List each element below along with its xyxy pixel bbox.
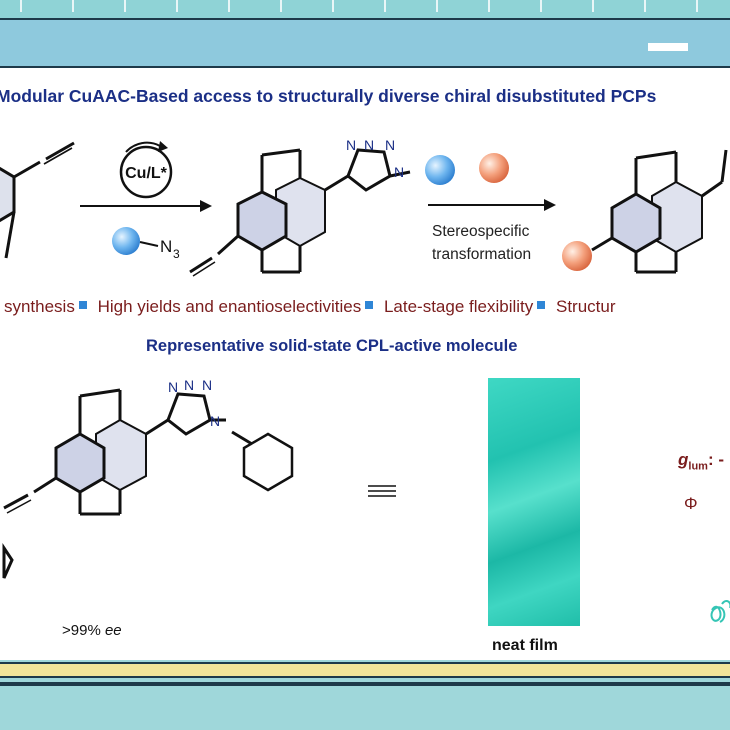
feature-item-2: High yields and enantioselectivities bbox=[97, 297, 362, 316]
rep-triazole-n-eq: N bbox=[184, 377, 194, 393]
frame-tick-decoration bbox=[176, 0, 178, 12]
pcp-final-product bbox=[591, 149, 728, 274]
top-frame-stripe bbox=[0, 0, 730, 20]
representative-molecule bbox=[2, 388, 294, 579]
triazole-n-eq: N bbox=[364, 137, 374, 153]
glum-subscript: lum bbox=[688, 460, 708, 473]
equivalence-sign bbox=[368, 485, 396, 497]
glum-rest: : - bbox=[707, 450, 724, 469]
catalyst-badge: Cu/L* bbox=[119, 141, 173, 199]
pcp-triazole-product bbox=[189, 148, 411, 277]
frame-tick-decoration bbox=[228, 0, 230, 12]
feature-item-3: Late-stage flexibility bbox=[383, 297, 534, 316]
frame-tick-decoration bbox=[592, 0, 594, 12]
azide-label: N bbox=[160, 237, 172, 256]
orange-sphere-reagent bbox=[479, 153, 509, 183]
step2-label-line2: transformation bbox=[432, 246, 531, 263]
frame-tick-decoration bbox=[332, 0, 334, 12]
rep-triazole-n-left: N bbox=[168, 379, 178, 395]
bottom-yellow-stripe bbox=[0, 662, 730, 678]
header-band bbox=[0, 20, 730, 68]
frame-tick-decoration bbox=[280, 0, 282, 12]
frame-tick-decoration bbox=[644, 0, 646, 12]
step2-label-line1: Stereospecific bbox=[432, 223, 530, 240]
triazole-n-top: N bbox=[385, 137, 395, 153]
triazole-n-right: N bbox=[394, 164, 404, 180]
emission-curl-decoration bbox=[710, 600, 730, 623]
page-title: Modular CuAAC-Based access to structural… bbox=[0, 86, 657, 106]
ee-value: >99% bbox=[62, 622, 101, 639]
bottom-dark-stripe bbox=[0, 682, 730, 686]
frame-tick-decoration bbox=[72, 0, 74, 12]
feature-item-1: le synthesis bbox=[0, 297, 75, 316]
ee-unit: ee bbox=[104, 622, 122, 639]
glum-symbol: g bbox=[678, 450, 689, 469]
starting-material-fragment bbox=[0, 141, 75, 259]
frame-tick-decoration bbox=[696, 0, 698, 12]
quantum-yield-label: Φ bbox=[684, 494, 698, 513]
orange-sphere-substituent bbox=[562, 241, 592, 271]
rep-triazole-n-right: N bbox=[210, 413, 220, 429]
frame-tick-decoration bbox=[384, 0, 386, 12]
ee-label: >99% ee bbox=[62, 622, 122, 639]
neat-film-label: neat film bbox=[492, 637, 558, 654]
triazole-n-left: N bbox=[346, 137, 356, 153]
frame-tick-decoration bbox=[124, 0, 126, 12]
glum-label: glum: - bbox=[678, 450, 724, 472]
reaction-arrow-2 bbox=[428, 199, 556, 211]
bullet-square-icon bbox=[365, 300, 374, 309]
frame-tick-decoration bbox=[436, 0, 438, 12]
frame-tick-decoration bbox=[488, 0, 490, 12]
feature-list: le synthesis High yields and enantiosele… bbox=[0, 297, 616, 317]
frame-tick-decoration bbox=[540, 0, 542, 12]
feature-item-4: Structur bbox=[556, 297, 616, 316]
rep-triazole-n-top: N bbox=[202, 377, 212, 393]
section-subtitle: Representative solid-state CPL-active mo… bbox=[146, 337, 518, 355]
bullet-square-icon bbox=[537, 300, 546, 309]
reaction-arrow-1 bbox=[80, 200, 212, 212]
frame-tick-decoration bbox=[20, 0, 22, 12]
azide-subscript: 3 bbox=[173, 247, 180, 261]
azide-reagent: N 3 bbox=[112, 227, 180, 261]
catalyst-label: Cu/L* bbox=[125, 165, 168, 182]
bullet-square-icon bbox=[78, 300, 87, 309]
neat-film-photo bbox=[488, 378, 580, 626]
header-dash-decoration bbox=[648, 43, 688, 51]
blue-sphere-substituent bbox=[425, 155, 455, 185]
